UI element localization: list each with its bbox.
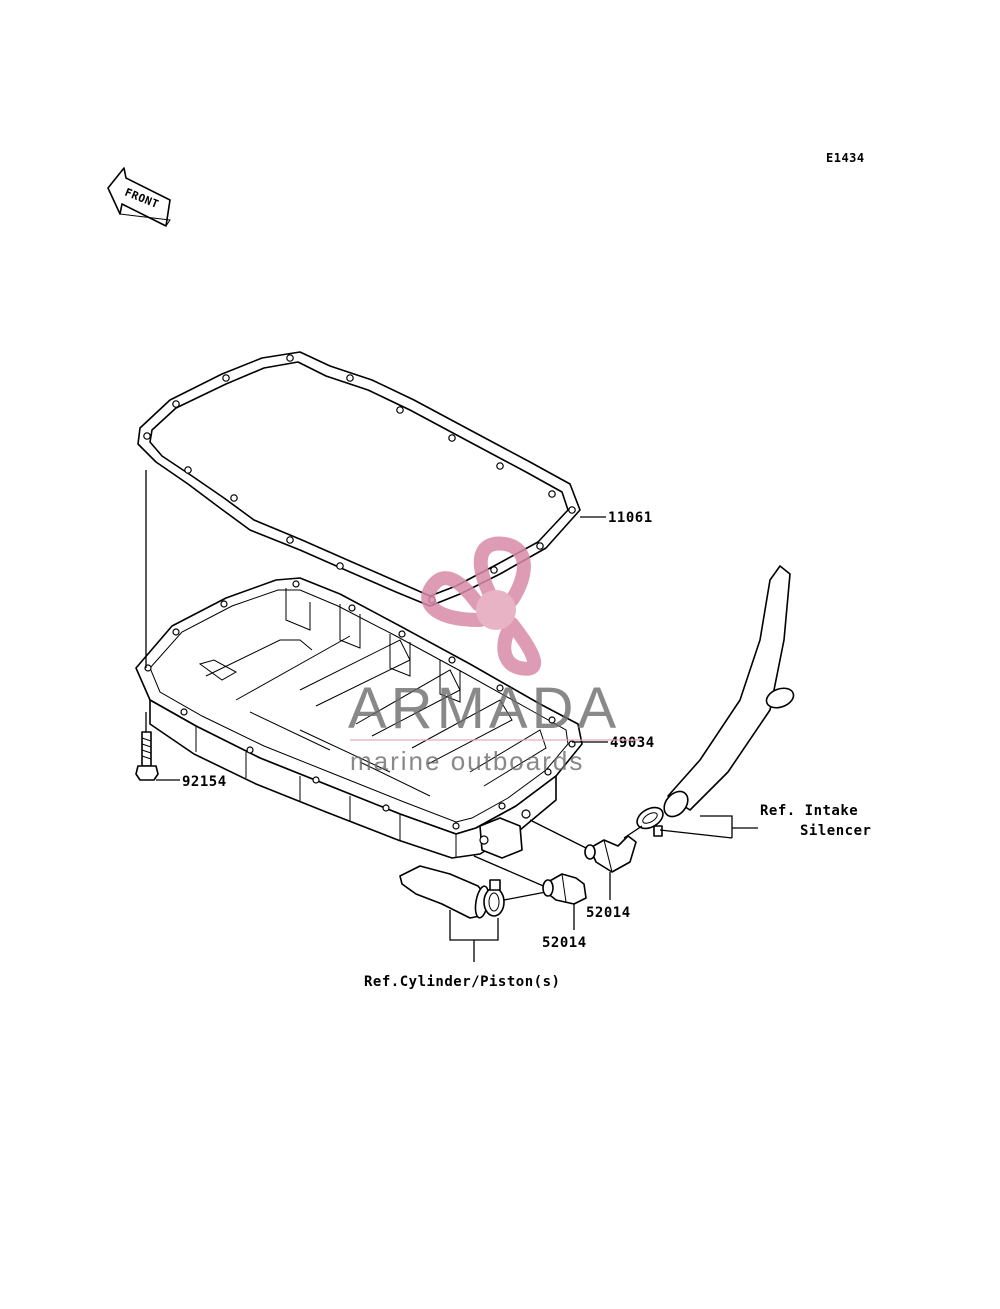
diagram-code: E1434 <box>826 151 865 165</box>
watermark-brand: ARMADA <box>348 676 620 741</box>
ref-intake-line2: Silencer <box>800 823 871 839</box>
propeller-logo-icon <box>421 536 542 676</box>
cylinder-ref-bracket <box>449 910 499 962</box>
intake-ref-bracket <box>659 815 758 839</box>
fitting-upper <box>584 835 637 873</box>
part-label-52014-lower: 52014 <box>542 935 587 951</box>
intake-hose <box>663 565 795 818</box>
hose-clamp-lower <box>483 879 505 917</box>
oil-pan <box>135 577 583 859</box>
gasket-bolt-holes <box>143 354 576 604</box>
gasket <box>137 351 581 607</box>
bolt <box>135 731 159 781</box>
fitting-upper-guide <box>529 819 591 851</box>
part-label-92154: 92154 <box>182 774 227 790</box>
watermark: ARMADA marine outboards <box>348 536 640 776</box>
front-arrow-icon: FRONT <box>107 167 171 227</box>
part-label-49034: 49034 <box>610 735 655 751</box>
fitting-lower-guide-2 <box>503 891 547 901</box>
cylinder-hose <box>399 865 490 919</box>
fitting-lower <box>542 873 587 905</box>
fitting-lower-guide <box>473 855 549 889</box>
hose-clamp-upper <box>636 806 664 837</box>
part-label-52014-upper: 52014 <box>586 905 631 921</box>
part-label-11061: 11061 <box>608 510 653 526</box>
ref-intake-line1: Ref. Intake <box>760 803 858 819</box>
oil-pan-bolt-holes <box>144 580 576 830</box>
watermark-tagline: marine outboards <box>350 746 584 776</box>
ref-cylinder: Ref.Cylinder/Piston(s) <box>364 974 560 990</box>
